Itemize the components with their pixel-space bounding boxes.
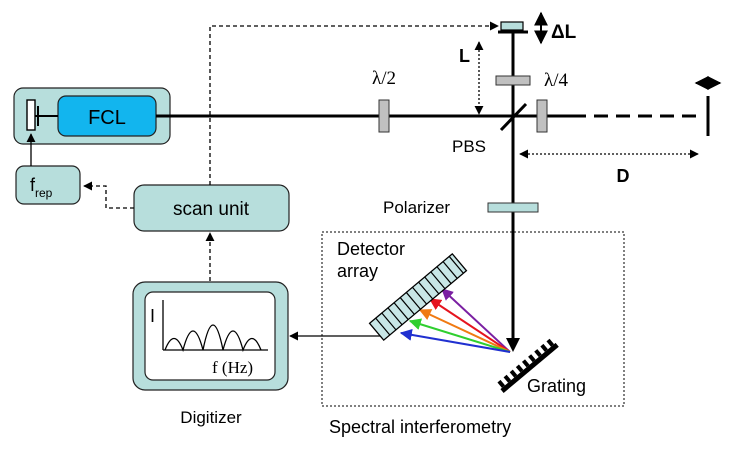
quarter-wave-plate-vertical [495, 75, 531, 86]
delta-l-label: ΔL [551, 22, 577, 43]
spectral-ray-orange [418, 309, 511, 353]
interference-signal [164, 324, 262, 353]
polarizer-label: Polarizer [383, 198, 450, 217]
spectral-interferometry-label: Spectral interferometry [329, 417, 511, 437]
quarter-wave-plate-horizontal [536, 99, 548, 133]
grating [497, 338, 559, 393]
beam-down-arrowhead [506, 338, 520, 352]
pbs-label: PBS [452, 137, 486, 156]
half-wave-plate [378, 99, 390, 133]
spectral-ray-green [408, 318, 511, 353]
screen-x-label: f (Hz) [212, 358, 253, 377]
detector-array-label-line1: Detector [337, 239, 405, 259]
frep-box [15, 165, 81, 205]
spectral-ray-purple [441, 288, 511, 353]
detector-array-label-line2: array [337, 261, 378, 281]
digitizer-screen [144, 291, 276, 381]
length-l-label: L [459, 46, 470, 66]
screen-y-label: I [150, 306, 155, 326]
quarter-wave-label: λ/4 [544, 70, 568, 91]
scan-to-mirror-line [209, 21, 499, 185]
delta-l-mirror [500, 21, 524, 31]
detector-array [368, 252, 468, 342]
fcl-end-mirror [26, 99, 36, 131]
spectral-ray-blue [399, 328, 511, 353]
distance-d-label: D [617, 166, 630, 186]
scan-unit-label: scan unit [173, 199, 250, 220]
half-wave-label: λ/2 [372, 68, 396, 89]
polarizer [487, 202, 539, 213]
scan-to-frep-arrow [83, 181, 134, 209]
fcl-label: FCL [88, 107, 126, 129]
spectral-ray-red [428, 298, 511, 353]
spectral-interferometry-frame [321, 231, 625, 407]
digitizer-label: Digitizer [180, 408, 242, 427]
grating-label: Grating [527, 376, 586, 396]
frep-label: frep [30, 175, 53, 200]
